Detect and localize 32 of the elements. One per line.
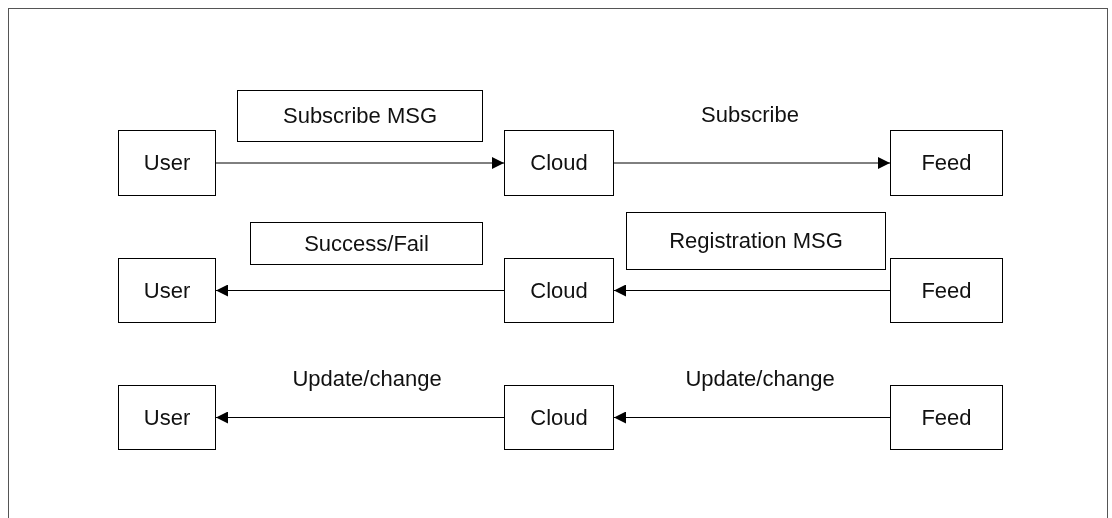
arrow	[613, 157, 891, 169]
arrow	[215, 157, 505, 169]
process-box	[118, 385, 216, 450]
process-box	[890, 258, 1003, 323]
process-box	[118, 130, 216, 196]
process-box	[890, 385, 1003, 450]
node-label: Feed	[921, 279, 972, 302]
process-box	[504, 258, 614, 323]
process-box	[118, 258, 216, 323]
process-box	[890, 130, 1003, 196]
process-box	[504, 130, 614, 196]
process-box	[250, 222, 483, 265]
arrow	[215, 411, 505, 424]
node-label: Feed	[921, 152, 972, 174]
node-label: Cloud	[530, 406, 588, 429]
node-label: Feed	[921, 406, 972, 429]
node-label: Subscribe MSG	[282, 105, 438, 127]
process-box	[237, 90, 483, 142]
node-label: Cloud	[530, 279, 588, 302]
process-box	[626, 212, 886, 270]
node-label: User	[143, 279, 191, 302]
node-label: User	[143, 406, 191, 429]
node-label: Success/Fail	[304, 232, 429, 255]
process-box	[504, 385, 614, 450]
node-label: Registration MSG	[669, 230, 843, 252]
node-label: Cloud	[530, 152, 588, 174]
node-label: User	[143, 152, 191, 174]
edge-label: Update/change	[292, 368, 442, 390]
arrow	[215, 284, 505, 297]
arrow	[613, 284, 891, 297]
arrow	[613, 411, 891, 424]
edge-label: Update/change	[685, 368, 835, 390]
